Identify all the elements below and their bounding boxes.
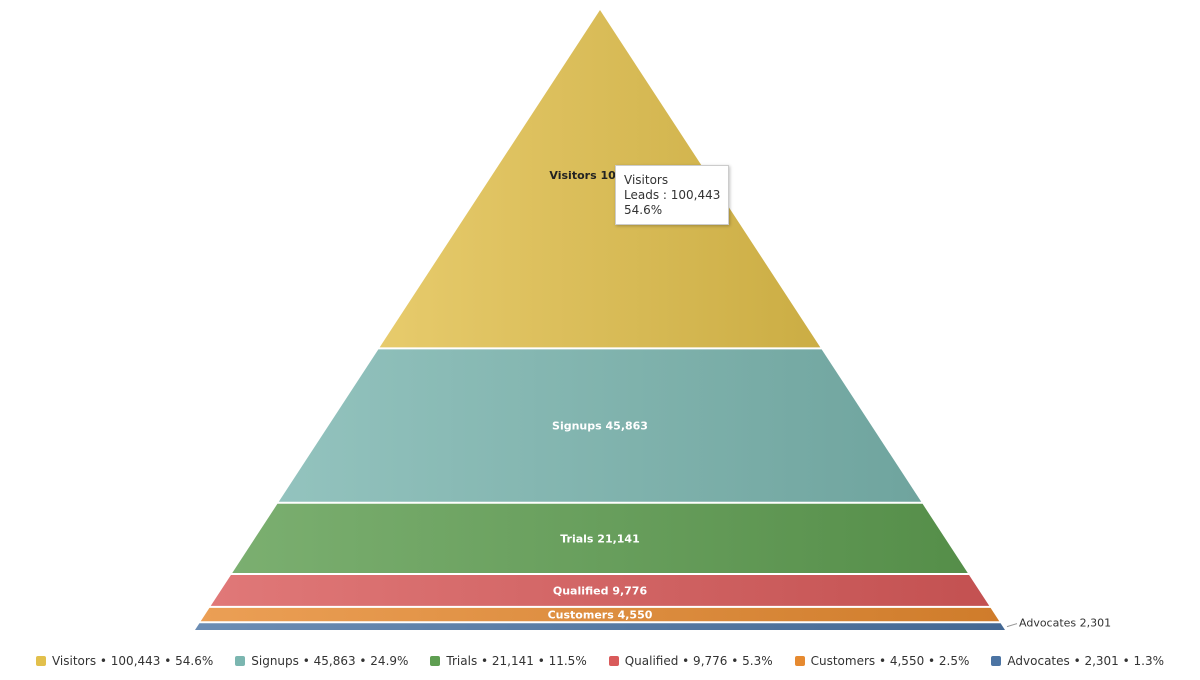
legend-label: Signups • 45,863 • 24.9% bbox=[251, 654, 409, 668]
tooltip-value: Leads : 100,443 bbox=[624, 188, 721, 202]
legend: Visitors • 100,443 • 54.6% Signups • 45,8… bbox=[0, 652, 1200, 670]
slice-label-customers: Customers 4,550 bbox=[548, 609, 653, 622]
legend-item-customers[interactable]: Customers • 4,550 • 2.5% bbox=[794, 654, 970, 668]
legend-swatch bbox=[35, 656, 46, 666]
legend-item-qualified[interactable]: Qualified • 9,776 • 5.3% bbox=[608, 654, 773, 668]
leader-line-advocates bbox=[1006, 623, 1018, 628]
pyramid-slice-trials[interactable] bbox=[232, 503, 968, 573]
legend-swatch bbox=[235, 656, 246, 666]
pyramid-slice-visitors[interactable] bbox=[379, 10, 821, 348]
tooltip-percent: 54.6% bbox=[624, 203, 663, 217]
tooltip: Visitors Leads : 100,443 54.6% bbox=[615, 165, 730, 225]
pyramid-slice-signups[interactable] bbox=[278, 349, 922, 502]
legend-item-signups[interactable]: Signups • 45,863 • 24.9% bbox=[235, 654, 408, 668]
legend-item-trials[interactable]: Trials • 21,141 • 11.5% bbox=[430, 654, 587, 668]
legend-swatch bbox=[991, 656, 1002, 666]
legend-label: Qualified • 9,776 • 5.3% bbox=[624, 654, 773, 668]
legend-item-visitors[interactable]: Visitors • 100,443 • 54.6% bbox=[35, 654, 214, 668]
legend-label: Visitors • 100,443 • 54.6% bbox=[51, 654, 214, 668]
slice-label-qualified: Qualified 9,776 bbox=[553, 584, 648, 597]
pyramid-slice-customers[interactable] bbox=[200, 607, 1000, 622]
slice-label-signups: Signups 45,863 bbox=[552, 420, 648, 433]
legend-label: Trials • 21,141 • 11.5% bbox=[446, 654, 587, 668]
legend-label: Customers • 4,550 • 2.5% bbox=[810, 654, 970, 668]
legend-label: Advocates • 2,301 • 1.3% bbox=[1007, 654, 1165, 668]
legend-item-advocates[interactable]: Advocates • 2,301 • 1.3% bbox=[991, 654, 1164, 668]
pyramid-slice-advocates[interactable] bbox=[195, 623, 1005, 630]
legend-swatch bbox=[794, 656, 805, 666]
pyramid-slice-qualified[interactable] bbox=[210, 574, 990, 606]
slice-label-trials: Trials 21,141 bbox=[560, 532, 640, 545]
legend-swatch bbox=[430, 656, 441, 666]
tooltip-title: Visitors bbox=[624, 173, 669, 187]
slice-label-advocates: Advocates 2,301 bbox=[1019, 617, 1111, 630]
legend-swatch bbox=[608, 656, 619, 666]
